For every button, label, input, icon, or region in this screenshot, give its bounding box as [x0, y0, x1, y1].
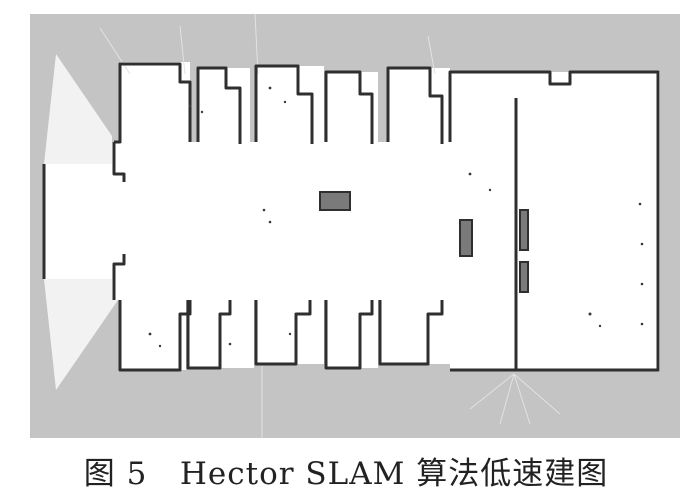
occupancy-grid-map [30, 14, 680, 438]
free-space [44, 62, 660, 370]
left-scan-cone-bottom [44, 279, 118, 390]
left-scan-cone-top [44, 54, 112, 164]
obstacles [319, 191, 529, 293]
scan-noise [148, 86, 644, 348]
caption-text: Hector SLAM 算法低速建图 [179, 456, 609, 492]
walls [42, 62, 660, 372]
caption-label: 图 5 [83, 456, 148, 492]
laser-rays [99, 14, 561, 438]
figure-caption: 图 5 Hector SLAM 算法低速建图 [0, 448, 692, 493]
